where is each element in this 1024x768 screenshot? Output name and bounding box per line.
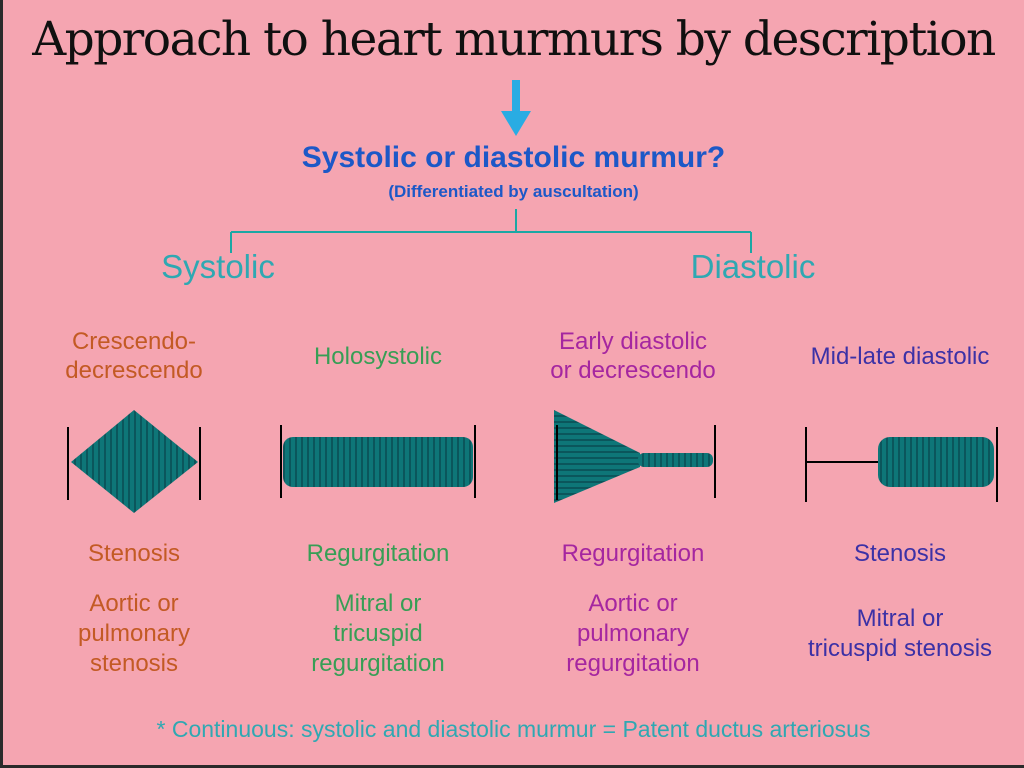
down-arrow-icon <box>501 80 531 136</box>
diagnosis-label: Mitral or tricuspid stenosis <box>807 605 993 662</box>
murmur-type-heading: Holosystolic <box>313 342 443 370</box>
column-crescendo-decrescendo: Crescendo- decrescendo Stenosis Aortic o… <box>23 320 245 750</box>
column-holosystolic: Holosystolic Regurgitation Mitral or tri… <box>267 320 489 750</box>
column-mid-late-diastolic: Mid-late diastolic Stenosis Mitral or tr… <box>787 320 1013 750</box>
question-subheading: (Differentiated by auscultation) <box>388 182 639 201</box>
diagnosis-label: Mitral or tricuspid regurgitation <box>311 590 445 677</box>
diagnosis-label: Aortic or pulmonary regurgitation <box>566 590 700 677</box>
page-title: Approach to heart murmurs by description <box>32 12 996 67</box>
pattern-label: Stenosis <box>853 540 947 567</box>
branch-label-diastolic: Diastolic <box>690 248 816 285</box>
murmur-type-heading: Crescendo- decrescendo <box>65 328 203 384</box>
murmur-shape-decrescendo-icon <box>554 410 716 503</box>
murmur-shape-plateau-icon <box>280 425 476 498</box>
question-heading: Systolic or diastolic murmur? <box>301 141 726 174</box>
column-early-diastolic: Early diastolic or decrescendo Regurgita… <box>520 320 746 750</box>
murmur-type-heading: Mid-late diastolic <box>810 342 990 370</box>
pattern-label: Regurgitation <box>561 540 705 567</box>
murmur-type-heading: Early diastolic or decrescendo <box>550 328 716 384</box>
diagnosis-label: Aortic or pulmonary stenosis <box>77 590 191 677</box>
branch-bracket <box>230 209 752 253</box>
murmur-shape-diamond-icon <box>67 410 201 513</box>
pattern-label: Stenosis <box>87 540 181 567</box>
murmur-shape-delayed-plateau-icon <box>805 427 998 502</box>
pattern-label: Regurgitation <box>306 540 450 567</box>
branch-label-systolic: Systolic <box>161 248 275 285</box>
footnote: * Continuous: systolic and diastolic mur… <box>156 716 871 742</box>
